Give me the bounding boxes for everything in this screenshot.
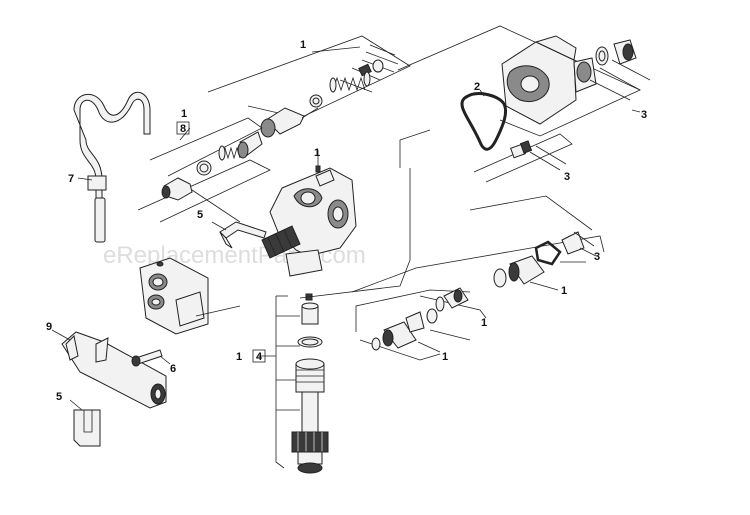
top-valve-stem <box>265 107 305 135</box>
callout-8-label: 8 <box>180 123 186 135</box>
lower-right-valve-oring <box>371 337 381 351</box>
piston-base <box>297 451 323 465</box>
callout-1-mid-low: 1 <box>442 351 448 363</box>
callout-1-left-b: 1 <box>236 351 242 363</box>
top-valve-seat <box>372 59 384 73</box>
top-valve-group <box>207 35 411 138</box>
housing-right-leader <box>299 168 411 299</box>
retaining-pin-body <box>219 221 267 239</box>
bypass-tube <box>73 91 151 243</box>
check-valve-bracket <box>149 117 263 177</box>
screw <box>131 349 171 367</box>
top-valve-leader <box>311 46 361 53</box>
callout-2: 2 <box>474 81 480 93</box>
pump-housing-base <box>285 249 323 277</box>
right-valve-insert <box>561 231 585 255</box>
lever-handle-body <box>61 331 167 409</box>
callout-3-top: 3 <box>641 109 647 121</box>
right-valve-fitting <box>509 255 545 285</box>
callout-8-box <box>176 121 190 135</box>
retaining-pin-upper <box>211 221 267 249</box>
callout-5-lower: 5 <box>56 391 62 403</box>
bypass-tube-clamp <box>87 175 107 191</box>
callout-7: 7 <box>68 173 74 185</box>
callout-5-upper: 5 <box>197 209 203 221</box>
bypass-tube-body <box>73 91 151 237</box>
valve-insert-mid <box>473 133 573 183</box>
callout-1-housing: 1 <box>314 147 320 159</box>
spring-clip <box>69 399 101 447</box>
callout-4-box <box>252 349 266 363</box>
callout-4-label: 4 <box>256 351 263 363</box>
valve-insert-mid-bracket <box>473 133 573 183</box>
pump-head <box>397 25 651 137</box>
bypass-tube-lower <box>94 197 106 243</box>
callout-1-top: 1 <box>300 39 306 51</box>
top-valve-spring <box>329 71 371 93</box>
right-valve-group <box>351 195 605 293</box>
check-valve-spring <box>221 146 241 160</box>
callout-9: 9 <box>46 321 52 333</box>
callout-1-right: 1 <box>561 285 567 297</box>
callout-1-left-a: 1 <box>181 108 187 120</box>
callout-1-mid-right: 1 <box>481 317 487 329</box>
pump-housing <box>261 150 357 277</box>
spring-clip-body <box>73 409 101 447</box>
right-valve-bracket <box>351 235 605 293</box>
lever-handle <box>51 329 167 409</box>
right-valve-oring <box>493 268 507 288</box>
check-valve-bracket-lower <box>137 159 271 223</box>
flange-block <box>139 257 241 335</box>
piston-nut <box>291 431 329 453</box>
gasket-outline <box>460 92 508 151</box>
callout-3-mid: 3 <box>564 171 570 183</box>
top-valve-bracket <box>207 35 411 119</box>
check-valve-group <box>137 117 271 223</box>
piston-shaft <box>301 391 319 433</box>
pump-housing-inlet <box>261 225 301 259</box>
triangular-gasket <box>460 89 508 151</box>
lower-right-valve-lower <box>383 321 417 349</box>
piston-assembly <box>252 293 329 474</box>
callout-6: 6 <box>170 363 176 375</box>
piston-bracket <box>275 296 285 469</box>
callout-3-right: 3 <box>594 251 600 263</box>
right-valve-gasket <box>534 240 562 266</box>
lower-right-valves <box>355 287 487 361</box>
